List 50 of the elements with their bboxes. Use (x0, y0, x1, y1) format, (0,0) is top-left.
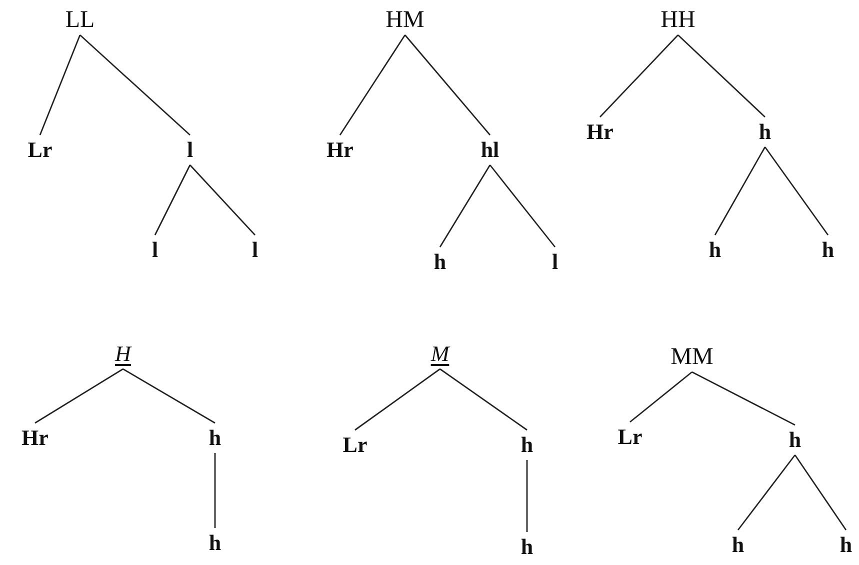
tree-node-label: h (788, 237, 859, 263)
tree-node-label: h (675, 237, 755, 263)
tree-node-label: h (698, 532, 778, 558)
tree-branch (154, 164, 191, 236)
tree-node-label: l (150, 137, 230, 163)
tree-node-label: M (400, 341, 480, 367)
tree-node-label: Lr (0, 137, 80, 163)
tree-node-label: h (725, 119, 805, 145)
tree-branch (189, 164, 256, 236)
tree-branch (692, 371, 796, 426)
tree-node-label: Hr (560, 119, 640, 145)
tree-node-label: HM (365, 7, 445, 33)
tree-node-label: h (487, 534, 567, 560)
tree-node-label: H (83, 341, 163, 367)
tree-branch (630, 371, 692, 423)
tree-branch (678, 34, 766, 118)
tree-branch (34, 368, 124, 424)
tree-branch (39, 34, 81, 136)
tree-node-label: MM (652, 344, 732, 370)
tree-branch (214, 453, 216, 528)
tree-node-label: h (175, 530, 255, 556)
tree-branch (122, 368, 216, 424)
tree-node-label: HH (638, 7, 718, 33)
tree-node-label: h (755, 427, 835, 453)
tree-node-label: Hr (300, 137, 380, 163)
tree-node-label: h (487, 432, 567, 458)
tree-node-label: Lr (590, 424, 670, 450)
tree-branch (600, 34, 678, 118)
tree-branch (339, 34, 406, 136)
tree-branch (354, 368, 440, 431)
tree-branch (764, 146, 829, 236)
tree-node-label: Lr (315, 432, 395, 458)
tree-node-label: l (515, 249, 595, 275)
tree-branch (489, 164, 556, 248)
tree-node-label: Hr (0, 425, 75, 451)
tree-node-label: hl (450, 137, 530, 163)
tree-branch (404, 34, 491, 136)
tree-branch (440, 368, 528, 431)
tree-node-label: h (806, 532, 859, 558)
tree-branch (439, 164, 491, 248)
tree-branch (526, 460, 528, 532)
tree-branch (714, 146, 766, 236)
tree-node-label: l (215, 237, 295, 263)
tree-node-label: LL (40, 7, 120, 33)
tree-node-label: l (115, 237, 195, 263)
tree-branch (737, 454, 796, 530)
tree-node-label: h (175, 425, 255, 451)
tree-branch (80, 34, 190, 136)
tree-node-label: h (400, 249, 480, 275)
tree-branch (794, 454, 847, 530)
